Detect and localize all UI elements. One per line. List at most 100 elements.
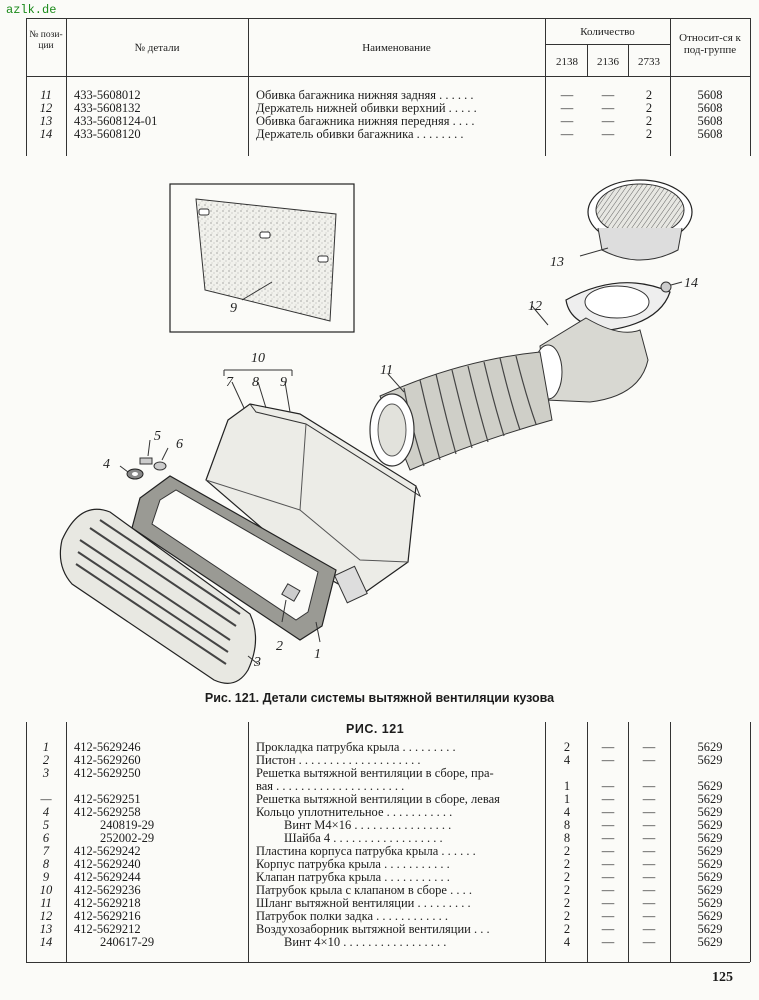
row-pos: 2 (42, 752, 50, 767)
row-part: 433-5608124-01 (74, 114, 158, 128)
row-part: 240819-29 (100, 817, 155, 832)
row-q1: 2 (563, 921, 571, 936)
row-name: Держатель обивки багажника . . . . . . .… (256, 127, 464, 141)
row-q3: 2 (645, 88, 653, 102)
row-pos: 14 (39, 934, 53, 949)
trunk-lining-panel (169, 183, 355, 333)
row-part: 412-5629212 (74, 921, 141, 936)
row-q1: — (560, 127, 574, 141)
header-qty-2138: 2138 (556, 56, 578, 68)
row-q2: — (601, 882, 615, 897)
row-part: 412-5629240 (74, 856, 141, 871)
row-q3: — (642, 791, 656, 806)
row-pos: 7 (42, 843, 50, 858)
row-q3: 2 (645, 114, 653, 128)
callout-label: 7 (226, 375, 234, 390)
row-group: 5629 (697, 908, 723, 923)
row-part: 433-5608012 (74, 88, 141, 102)
row-name: Корпус патрубка крыла . . . . . . . . . … (256, 856, 450, 871)
row-part: 412-5629244 (74, 869, 141, 884)
row-pos: 8 (42, 856, 50, 871)
row-name: вая . . . . . . . . . . . . . . . . . . … (256, 778, 405, 793)
row-q2: — (601, 740, 615, 754)
row-part: 412-5629251 (74, 791, 141, 806)
callout-label: 8 (252, 375, 259, 390)
header-qty-2136: 2136 (597, 56, 619, 68)
row-pos: — (40, 791, 52, 806)
row-name: Обивка багажника нижняя задняя . . . . .… (256, 88, 474, 102)
header-group: Относит-ся к под-группе (679, 32, 741, 56)
row-name: Винт 4×10 . . . . . . . . . . . . . . . … (284, 934, 447, 949)
row-pos: 12 (39, 101, 53, 115)
row-group: 5629 (697, 752, 723, 767)
row-part: 252002-29 (100, 830, 155, 845)
row-part: 412-5629236 (74, 882, 141, 897)
row-name: Решетка вытяжной вентиляции в сборе, лев… (256, 791, 500, 806)
row-part: 412-5629216 (74, 908, 141, 923)
row-pos: 5 (42, 817, 50, 832)
header-pos: № пози-ции (29, 30, 63, 51)
row-q2: — (601, 856, 615, 871)
row-q3: — (642, 843, 656, 858)
watermark: azlk.de (6, 3, 57, 17)
row-group: 5608 (697, 88, 723, 102)
row-q2: — (601, 752, 615, 767)
row-q1: 2 (563, 856, 571, 871)
row-q2: — (601, 127, 615, 141)
page-number: 125 (712, 970, 733, 985)
row-q2: — (601, 804, 615, 819)
row-q3: — (642, 804, 656, 819)
row-group: 5608 (697, 101, 723, 115)
row-q3: — (642, 882, 656, 897)
callout-label: 6 (176, 437, 183, 452)
callout-label: 10 (251, 351, 265, 366)
callout-label: 5 (154, 429, 161, 444)
row-q2: — (601, 791, 615, 806)
row-q2: — (601, 114, 615, 128)
row-q3: — (642, 817, 656, 832)
row-group: 5629 (697, 856, 723, 871)
row-q3: 2 (645, 101, 653, 115)
row-group: 5629 (697, 804, 723, 819)
row-name: Пластина корпуса патрубка крыла . . . . … (256, 843, 476, 858)
row-q2: — (601, 101, 615, 115)
row-name: Обивка багажника нижняя передняя . . . . (256, 114, 475, 128)
row-q3: — (642, 869, 656, 884)
row-part: 412-5629218 (74, 895, 141, 910)
row-name: Патрубок полки задка . . . . . . . . . .… (256, 908, 449, 923)
row-q1: 4 (563, 804, 571, 819)
row-pos: 3 (42, 765, 50, 780)
row-part: 412-5629246 (74, 740, 141, 754)
row-q1: 8 (563, 817, 571, 832)
row-group: 5629 (697, 869, 723, 884)
row-name: Прокладка патрубка крыла . . . . . . . .… (256, 740, 456, 754)
row-q2: — (601, 921, 615, 936)
row-q2: — (601, 817, 615, 832)
row-q1: 2 (563, 882, 571, 897)
row-name: Воздухозаборник вытяжной вентиляции . . … (256, 921, 490, 936)
row-name: Решетка вытяжной вентиляции в сборе, пра… (256, 765, 494, 780)
section-title: РИС. 121 (346, 722, 405, 736)
row-q2: — (601, 843, 615, 858)
header-qty-2733: 2733 (638, 56, 660, 68)
row-name: Кольцо уплотнительное . . . . . . . . . … (256, 804, 453, 819)
row-pos: 13 (39, 114, 53, 128)
ventilation-hose (369, 351, 553, 471)
fasteners (119, 439, 301, 623)
row-group: 5629 (697, 843, 723, 858)
callout-label: 9 (230, 301, 237, 316)
row-part: 433-5608120 (74, 127, 141, 141)
row-q1: 1 (563, 791, 571, 806)
row-group: 5629 (697, 791, 723, 806)
header-qty: Количество (580, 26, 635, 38)
row-q3: — (642, 778, 656, 793)
row-q2: — (601, 830, 615, 845)
row-group: 5629 (697, 921, 723, 936)
row-name: Винт М4×16 . . . . . . . . . . . . . . .… (284, 817, 452, 832)
row-part: 412-5629242 (74, 843, 141, 858)
row-name: Шланг вытяжной вентиляции . . . . . . . … (256, 895, 471, 910)
row-part: 412-5629250 (74, 765, 141, 780)
row-pos: 6 (42, 830, 50, 845)
row-q1: 2 (563, 908, 571, 923)
row-q3: — (642, 921, 656, 936)
